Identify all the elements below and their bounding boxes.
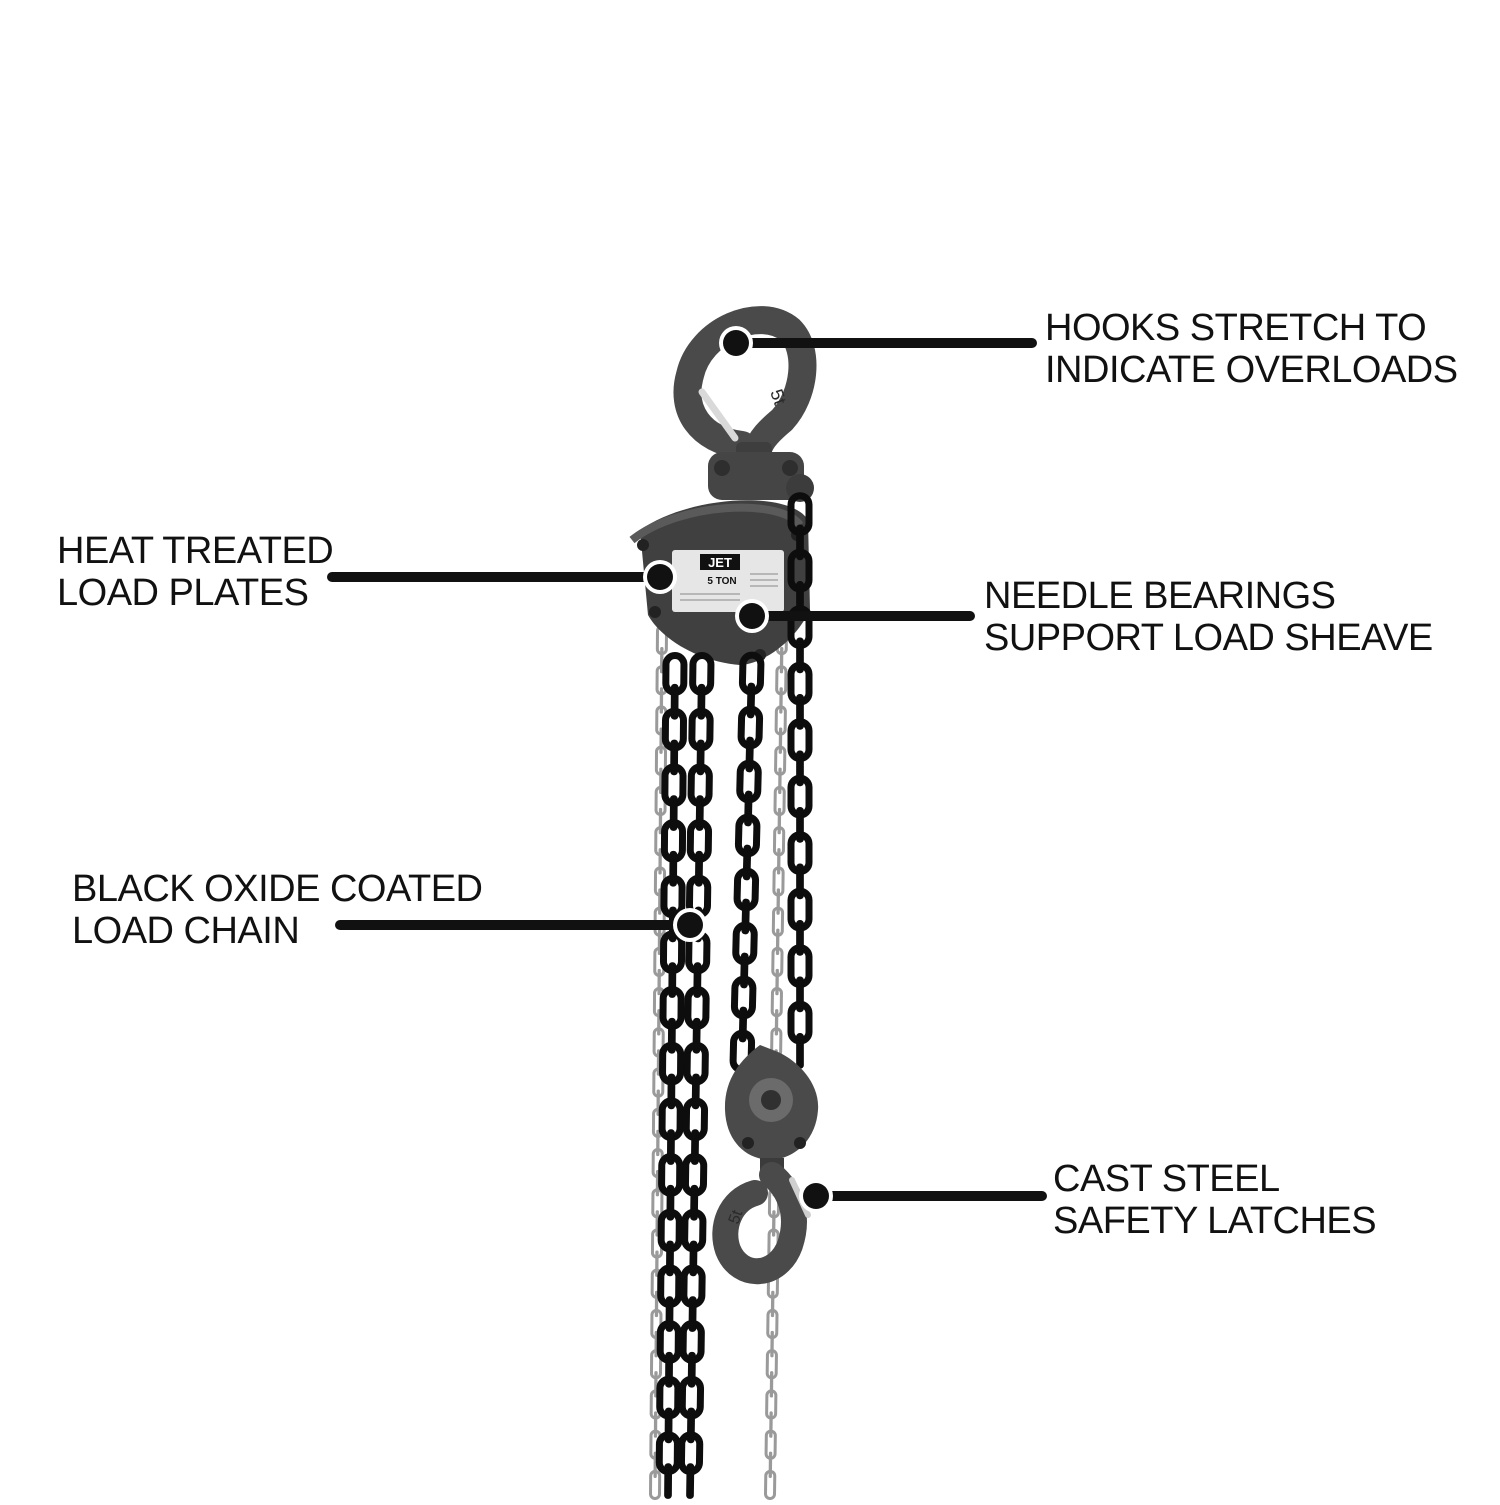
bottom-hook-icon: 5t (712, 1162, 811, 1285)
brand-plate-text: JET (708, 555, 732, 570)
callout-load-plates-line1: HEAT TREATED (57, 530, 334, 572)
capacity-plate-text: 5 TON (707, 576, 736, 587)
leader-hooks (719, 326, 1037, 360)
load-chain-strand-4 (787, 492, 813, 1069)
leader-load-chain (335, 908, 707, 942)
load-chain-strand-1 (655, 652, 688, 1499)
load-chain-strand-3 (729, 651, 765, 1074)
load-chain-strand-2 (677, 652, 715, 1499)
lower-block (724, 1045, 819, 1176)
leader-needle-bearings (735, 599, 975, 633)
callout-hooks: HOOKS STRETCH TO INDICATE OVERLOADS (1045, 307, 1458, 391)
leader-lines (327, 326, 1047, 1213)
callout-load-chain-line2: LOAD CHAIN (72, 910, 300, 952)
chains-front (655, 492, 813, 1499)
callout-hooks-line2: INDICATE OVERLOADS (1045, 349, 1458, 391)
callout-load-chain-line1: BLACK OXIDE COATED (72, 868, 483, 910)
callout-load-plates: HEAT TREATED LOAD PLATES (57, 530, 334, 614)
nameplate: JET 5 TON (672, 550, 784, 612)
callout-load-chain: BLACK OXIDE COATED LOAD CHAIN (72, 868, 483, 952)
callout-safety-latches-line1: CAST STEEL (1053, 1158, 1280, 1200)
callout-safety-latches-line2: SAFETY LATCHES (1053, 1200, 1377, 1242)
callout-hooks-line1: HOOKS STRETCH TO (1045, 307, 1427, 349)
top-hook-marking: 5t (766, 387, 790, 408)
leader-load-plates (327, 560, 677, 594)
leader-safety-latches (799, 1179, 1047, 1213)
callout-safety-latches: CAST STEEL SAFETY LATCHES (1053, 1158, 1377, 1242)
callout-needle-bearings-line1: NEEDLE BEARINGS (984, 575, 1336, 617)
callout-needle-bearings: NEEDLE BEARINGS SUPPORT LOAD SHEAVE (984, 575, 1433, 659)
callout-load-plates-line2: LOAD PLATES (57, 572, 309, 614)
bottom-hook-marking: 5t (726, 1207, 747, 1226)
callout-needle-bearings-line2: SUPPORT LOAD SHEAVE (984, 617, 1433, 659)
